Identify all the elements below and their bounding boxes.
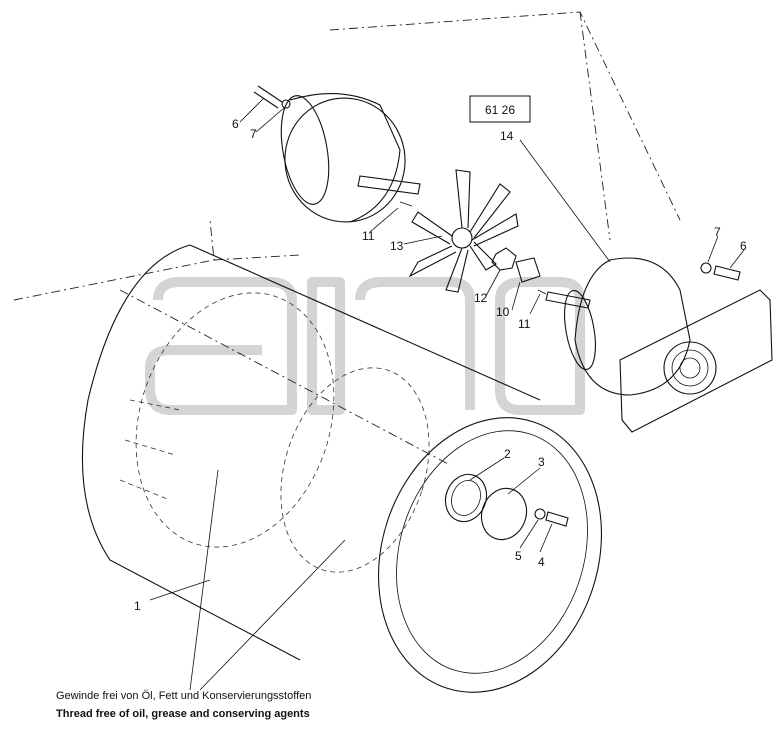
coupling-parts [491, 247, 547, 295]
note-english: Thread free of oil, grease and conservin… [56, 708, 310, 720]
label-part-2: 2 [504, 447, 511, 461]
drum-housing [81, 244, 603, 693]
label-part-7-left: 7 [250, 127, 257, 141]
leader-lines [149, 97, 745, 691]
label-part-11-left: 11 [362, 229, 375, 243]
watermark-logo [145, 277, 585, 415]
fan-blades [408, 169, 519, 293]
left-fan-drive [253, 85, 421, 223]
reference-lines [13, 11, 681, 466]
label-part-5: 5 [515, 549, 522, 563]
label-part-6-left: 6 [232, 117, 239, 131]
label-part-3: 3 [538, 455, 545, 469]
label-part-10: 10 [496, 305, 510, 319]
reference-box [469, 95, 531, 123]
part-labels: 1 2 3 4 5 6 7 11 13 12 10 11 14 7 6 [134, 117, 747, 613]
right-fan-drive [545, 257, 773, 433]
cover-plate-parts [444, 473, 569, 541]
label-part-1: 1 [134, 599, 141, 613]
label-part-11-right: 11 [518, 317, 531, 331]
reference-box-text: 61 26 [485, 103, 515, 117]
note-german: Gewinde frei von Öl, Fett und Konservier… [56, 690, 312, 702]
label-part-7-right: 7 [714, 225, 721, 239]
label-part-6-right: 6 [740, 239, 747, 253]
label-part-14: 14 [500, 129, 514, 143]
label-part-13: 13 [390, 239, 404, 253]
label-part-12: 12 [474, 291, 488, 305]
label-part-4: 4 [538, 555, 545, 569]
